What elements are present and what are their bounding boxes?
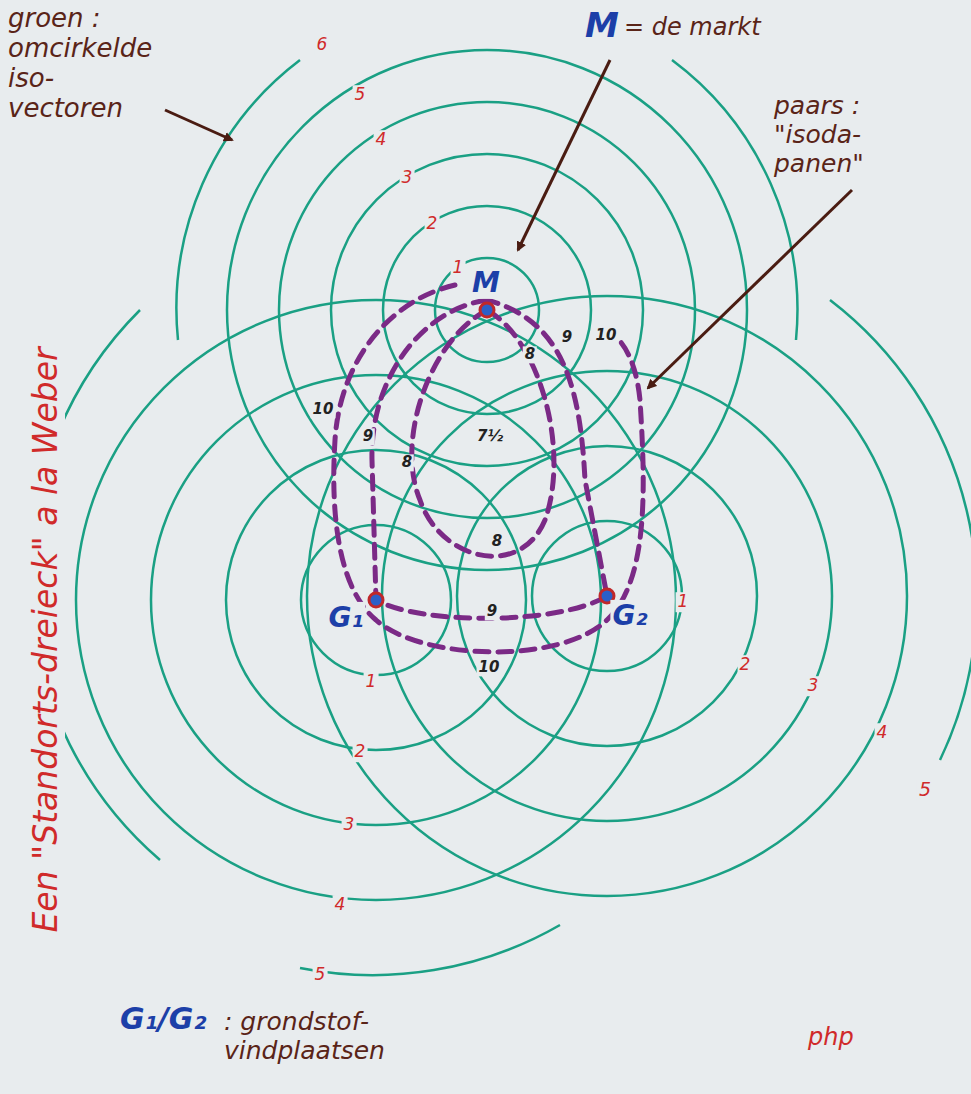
iso-vector-circle [457, 446, 757, 746]
circle-number: 2 [425, 214, 440, 234]
signature: php [806, 1024, 856, 1052]
circle-number: 1 [451, 258, 466, 278]
isodapane-number: 10 [477, 659, 502, 676]
iso-vector-arc [830, 300, 971, 760]
iso-vector-circles [30, 50, 971, 975]
circle-number: 5 [917, 779, 933, 801]
circle-number: 1 [364, 672, 379, 692]
isodapane-10 [334, 285, 643, 652]
isodapane-number: 9 [560, 329, 574, 346]
iso-vector-circle [76, 300, 676, 900]
circle-number: 1 [676, 592, 691, 612]
circle-number: 5 [313, 965, 328, 985]
isodapane-number: 8 [523, 346, 537, 363]
isodapanes [334, 285, 643, 652]
iso-vector-circle [307, 296, 907, 896]
legend-note: = de markt [622, 14, 763, 42]
leader-arrow [518, 60, 610, 250]
leader-arrow [648, 190, 852, 388]
circle-number: 3 [400, 168, 415, 188]
isodapane-number: 9 [485, 603, 499, 620]
point-label: G₂ [610, 600, 649, 632]
iso-vector-arc [176, 60, 300, 340]
isodapane-number: 10 [311, 401, 336, 418]
legend-symbol: G₁/G₂ [118, 1002, 208, 1037]
iso-vector-circle [383, 206, 591, 414]
point-label: M [470, 267, 502, 299]
leader-arrows [165, 60, 852, 388]
circle-number: 2 [738, 655, 753, 675]
location-dots [369, 303, 614, 607]
leader-arrow [165, 110, 232, 140]
circle-number: 4 [875, 723, 890, 743]
isodapane-number: 8 [400, 454, 414, 471]
market-dot [480, 303, 494, 317]
circle-number: 3 [342, 815, 357, 835]
isodapane-number: 7½ [475, 428, 505, 445]
legend-note: : grondstof- vindplaatsen [222, 1008, 456, 1066]
point-label: G₁ [326, 602, 365, 634]
diagram-title: Een "Standorts-dreieck" a la Weber [27, 345, 65, 934]
isodapane-9 [372, 300, 607, 618]
circle-number: 2 [353, 742, 368, 762]
iso-vector-circle [226, 450, 526, 750]
iso-vector-circle [227, 50, 747, 570]
isodapane-8 [412, 310, 554, 556]
circle-number: 5 [353, 85, 368, 105]
circle-number: 6 [315, 35, 330, 55]
circle-number: 3 [806, 676, 821, 696]
iso-vector-circle [532, 521, 682, 671]
iso-vector-circle [382, 371, 832, 821]
isodapane-number: 10 [594, 327, 619, 344]
circle-number: 4 [333, 895, 348, 915]
legend-symbol: M [583, 6, 621, 45]
legend-note: paars : "isoda- panen" [772, 92, 948, 178]
circle-number: 4 [374, 130, 389, 150]
legend-note: groen : omcirkelde iso- vectoren [6, 4, 172, 124]
source-dot [369, 593, 383, 607]
isodapane-number: 8 [490, 533, 504, 550]
isodapane-number: 9 [361, 428, 375, 445]
iso-vector-circle [151, 375, 601, 825]
